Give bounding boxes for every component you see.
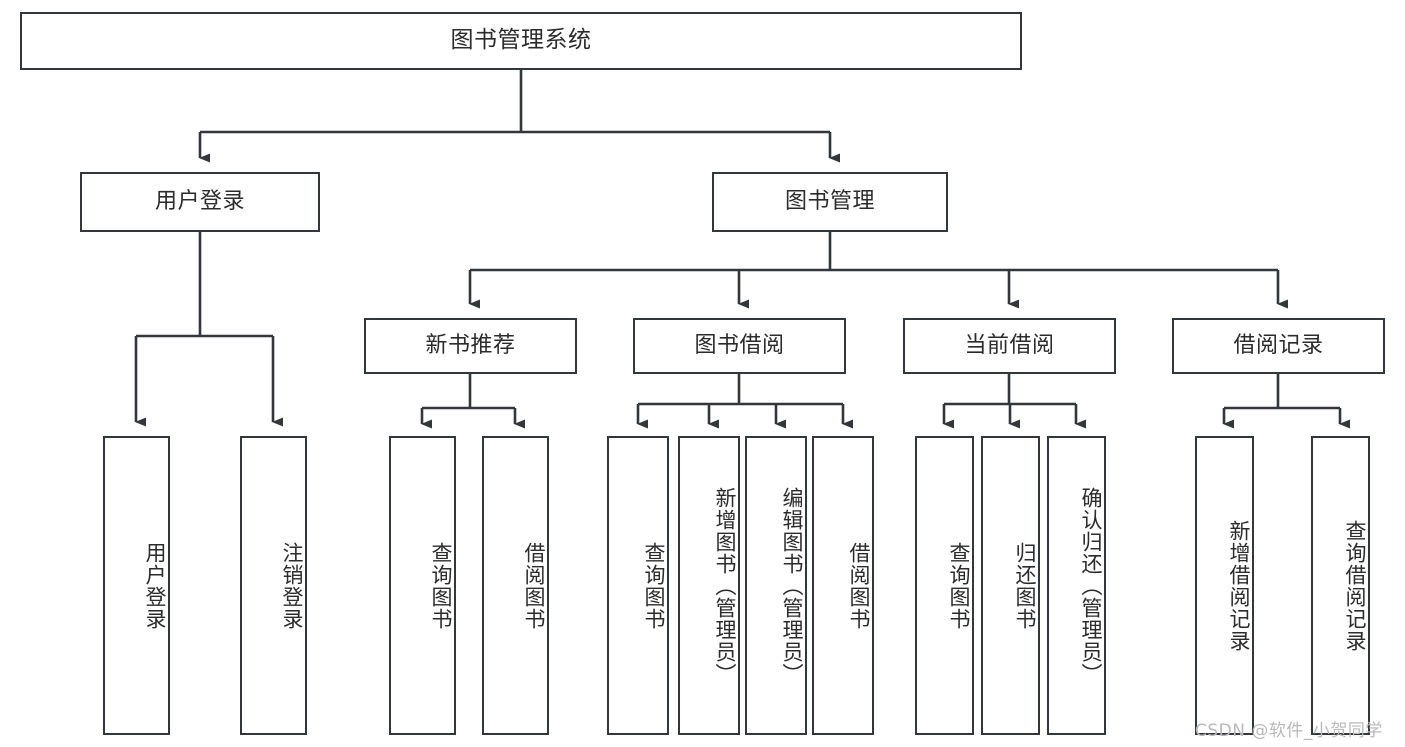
node-leaf-add-book[interactable]: 新增图书（管理员） bbox=[678, 436, 740, 735]
node-leaf-add-record-label: 新增借阅记录 bbox=[1227, 519, 1251, 652]
node-leaf-confirm-return-label: 确认归还（管理员） bbox=[1079, 486, 1103, 685]
node-leaf-query-book-borrow[interactable]: 查询图书 bbox=[607, 436, 669, 735]
node-leaf-edit-book[interactable]: 编辑图书（管理员） bbox=[745, 436, 807, 735]
node-leaf-query-book-rec-label: 查询图书 bbox=[429, 541, 453, 630]
node-leaf-user-login[interactable]: 用户登录 bbox=[103, 436, 170, 735]
node-leaf-borrow-book-label: 借阅图书 bbox=[847, 541, 871, 630]
node-borrow-record[interactable]: 借阅记录 bbox=[1172, 318, 1385, 374]
node-leaf-query-book-borrow-label: 查询图书 bbox=[642, 541, 666, 630]
node-leaf-user-login-label: 用户登录 bbox=[143, 541, 167, 630]
node-root-label: 图书管理系统 bbox=[450, 27, 592, 54]
node-leaf-add-record[interactable]: 新增借阅记录 bbox=[1195, 436, 1254, 735]
node-current-borrow-label: 当前借阅 bbox=[964, 332, 1055, 358]
node-leaf-borrow-book-rec[interactable]: 借阅图书 bbox=[482, 436, 549, 735]
node-leaf-logout[interactable]: 注销登录 bbox=[240, 436, 307, 735]
node-leaf-return-book-label: 归还图书 bbox=[1013, 541, 1037, 630]
node-new-book-rec[interactable]: 新书推荐 bbox=[364, 318, 577, 374]
node-leaf-query-record-label: 查询借阅记录 bbox=[1343, 519, 1367, 652]
node-new-book-rec-label: 新书推荐 bbox=[425, 332, 516, 358]
node-book-borrow[interactable]: 图书借阅 bbox=[633, 318, 846, 374]
node-book-borrow-label: 图书借阅 bbox=[694, 332, 785, 358]
node-leaf-confirm-return[interactable]: 确认归还（管理员） bbox=[1047, 436, 1106, 735]
node-borrow-record-label: 借阅记录 bbox=[1233, 332, 1324, 358]
node-leaf-edit-book-label: 编辑图书（管理员） bbox=[780, 486, 804, 685]
node-leaf-query-record[interactable]: 查询借阅记录 bbox=[1311, 436, 1370, 735]
node-leaf-query-book-cur-label: 查询图书 bbox=[947, 541, 971, 630]
node-leaf-logout-label: 注销登录 bbox=[280, 541, 304, 630]
node-leaf-borrow-book[interactable]: 借阅图书 bbox=[812, 436, 874, 735]
node-current-borrow[interactable]: 当前借阅 bbox=[903, 318, 1116, 374]
watermark-text: CSDN @软件_小贺同学 bbox=[1195, 721, 1383, 741]
node-leaf-return-book[interactable]: 归还图书 bbox=[981, 436, 1040, 735]
node-leaf-query-book-cur[interactable]: 查询图书 bbox=[915, 436, 974, 735]
node-leaf-borrow-book-rec-label: 借阅图书 bbox=[522, 541, 546, 630]
node-user-login[interactable]: 用户登录 bbox=[80, 172, 320, 232]
node-leaf-query-book-rec[interactable]: 查询图书 bbox=[389, 436, 456, 735]
node-book-manage[interactable]: 图书管理 bbox=[712, 172, 948, 232]
node-book-manage-label: 图书管理 bbox=[784, 188, 875, 214]
node-leaf-add-book-label: 新增图书（管理员） bbox=[713, 486, 737, 685]
node-root[interactable]: 图书管理系统 bbox=[20, 12, 1022, 70]
node-user-login-label: 用户登录 bbox=[154, 188, 245, 214]
